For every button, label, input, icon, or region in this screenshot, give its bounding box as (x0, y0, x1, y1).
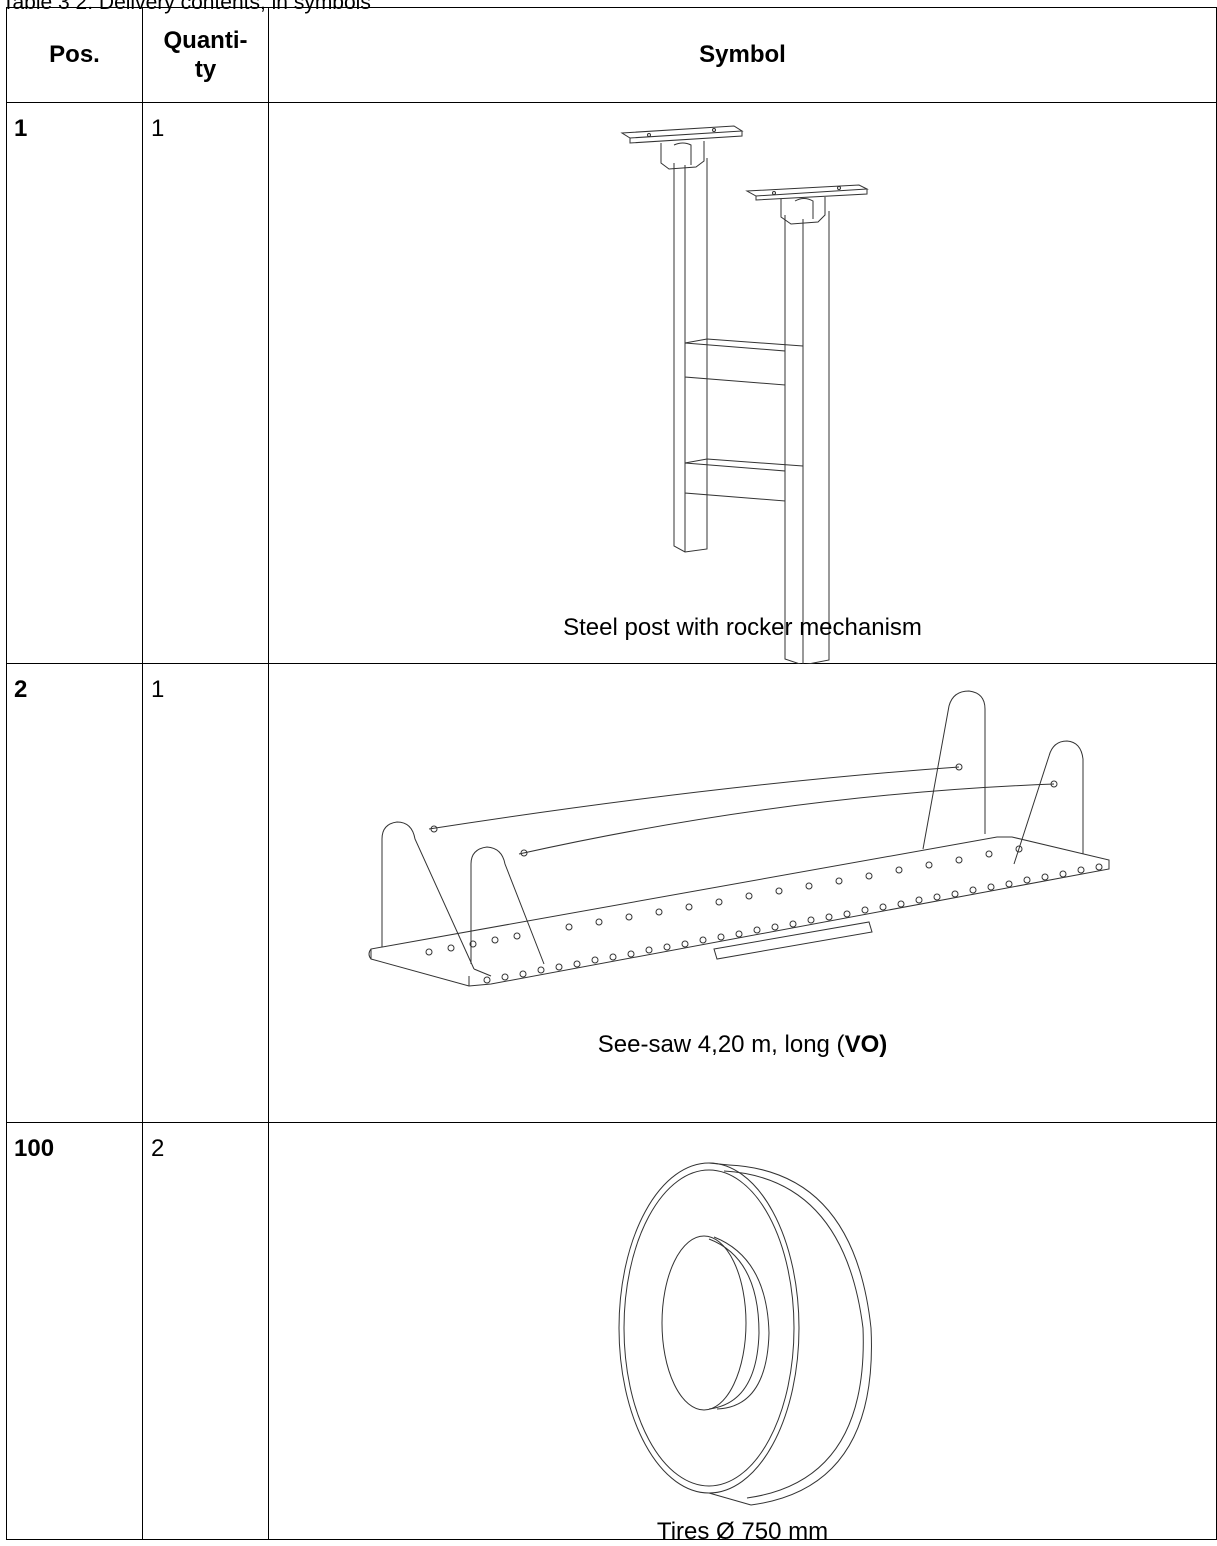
table-row: 100 2 Tires Ø 750 mm (6, 1122, 1217, 1545)
row-pos: 100 (6, 1122, 143, 1540)
header-quantity-line2: ty (194, 56, 217, 83)
steel-post-with-rocker-icon (269, 103, 1211, 664)
row-symbol: Tires Ø 750 mm (268, 1122, 1217, 1545)
row-quantity: 1 (142, 663, 269, 1123)
description-bold-text: VO) (844, 1031, 888, 1058)
table-row: 1 1 (6, 102, 1217, 664)
row-pos: 2 (6, 663, 143, 1123)
delivery-contents-table: Pos. Quanti- ty Symbol 1 1 (6, 7, 1217, 1545)
row-symbol: Steel post with rocker mechanism (268, 102, 1217, 664)
tire-icon (269, 1123, 1211, 1540)
header-quantity-line1: Quanti- (163, 27, 248, 54)
row-symbol: See-saw 4,20 m, long (VO) (268, 663, 1217, 1123)
table-row: 2 1 (6, 663, 1217, 1123)
header-quantity: Quanti- ty (142, 7, 269, 103)
row-description: See-saw 4,20 m, long (VO) (269, 1031, 1216, 1059)
row-description: Tires Ø 750 mm (656, 1518, 829, 1545)
row-quantity: 2 (142, 1122, 269, 1540)
row-quantity: 1 (142, 102, 269, 664)
row-pos: 1 (6, 102, 143, 664)
description-text: See-saw 4,20 m, long ( (597, 1031, 845, 1058)
see-saw-icon (269, 664, 1211, 1123)
table-header-row: Pos. Quanti- ty Symbol (6, 7, 1217, 103)
row-description: Steel post with rocker mechanism (563, 614, 922, 641)
header-symbol: Symbol (268, 7, 1217, 103)
header-pos: Pos. (6, 7, 143, 103)
